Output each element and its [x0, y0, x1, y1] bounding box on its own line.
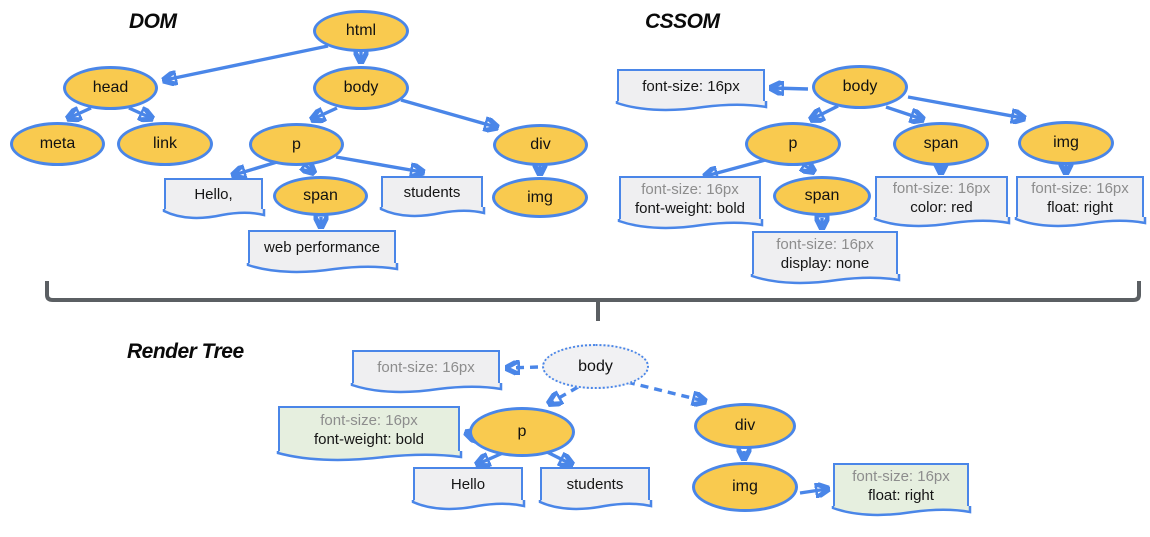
arrow-render-body-p	[550, 385, 579, 403]
dom-title: DOM	[129, 10, 177, 33]
arrow-dom-body-div	[400, 98, 496, 127]
cssom-rule-img-line2: float: right	[1047, 199, 1113, 216]
cssom-rule-span-under-body: font-size: 16px color: red	[875, 176, 1008, 218]
cssom-rule-span-under-body-line1: font-size: 16px	[892, 179, 991, 197]
cssom-node-img: img	[1018, 121, 1114, 165]
cssom-rule-span-under-body-line2: color: red	[910, 199, 973, 216]
cssom-node-p: p	[745, 122, 841, 166]
cssom-rule-p: font-size: 16px font-weight: bold	[619, 176, 761, 220]
render-rule-p-line1: font-size: 16px	[320, 411, 418, 429]
dom-text-web-performance: web performance	[248, 230, 396, 264]
dom-node-p: p	[249, 123, 344, 166]
render-node-img: img	[692, 462, 798, 512]
dom-text-hello-label: Hello,	[194, 186, 233, 204]
render-rule-img-line1: font-size: 16px	[852, 467, 950, 485]
render-node-p: p	[469, 407, 575, 457]
render-rule-img-line2: float: right	[868, 487, 934, 504]
cssom-title: CSSOM	[645, 10, 720, 33]
arrow-dom-p-students	[335, 155, 422, 172]
dom-node-head: head	[63, 66, 158, 110]
render-node-div: div	[694, 403, 796, 449]
render-tree-title: Render Tree	[127, 340, 244, 363]
arrow-dom-head-link	[128, 108, 151, 118]
cssom-node-span-under-body: span	[893, 122, 989, 166]
arrow-cssom-body-p	[812, 104, 839, 119]
dom-node-div: div	[493, 124, 588, 166]
arrow-dom-body-p	[313, 106, 338, 119]
dom-text-hello: Hello,	[164, 178, 263, 210]
cssom-rule-p-line1: font-size: 16px	[641, 180, 739, 198]
render-rule-body: font-size: 16px	[352, 350, 500, 384]
render-rule-body-line1: font-size: 16px	[377, 359, 475, 377]
arrow-render-body-div	[626, 380, 704, 401]
dom-node-meta: meta	[10, 122, 105, 166]
render-node-body: body	[542, 344, 649, 389]
arrow-cssom-body-span	[885, 105, 922, 119]
arrow-dom-head-meta	[69, 108, 92, 118]
dom-node-html: html	[313, 10, 409, 52]
cssom-rule-body: font-size: 16px	[617, 69, 765, 102]
arrow-dom-html-head	[165, 44, 329, 80]
dom-node-link: link	[117, 122, 213, 166]
dom-node-span: span	[273, 176, 368, 216]
render-rule-img: font-size: 16px float: right	[833, 463, 969, 507]
arrow-dom-p-hello	[234, 160, 278, 175]
render-text-students: students	[540, 467, 650, 501]
arrow-render-img-floatright	[799, 489, 827, 493]
arrow-cssom-body-img	[907, 95, 1023, 118]
cssom-node-span-under-p: span	[773, 176, 871, 216]
cssom-rule-span-under-p: font-size: 16px display: none	[752, 231, 898, 275]
render-rule-p: font-size: 16px font-weight: bold	[278, 406, 460, 452]
arrow-cssom-body-fontsize	[772, 88, 809, 89]
cssom-rule-img-line1: font-size: 16px	[1031, 179, 1129, 197]
cssom-rule-span-under-p-line1: font-size: 16px	[776, 235, 874, 253]
dom-node-img: img	[492, 177, 588, 218]
cssom-rule-body-line1: font-size: 16px	[642, 77, 740, 95]
dom-node-body: body	[313, 66, 409, 110]
combine-brace	[45, 281, 1141, 302]
arrow-cssom-p-rules	[706, 157, 770, 176]
render-rule-p-line2: font-weight: bold	[313, 431, 425, 448]
render-text-hello-label: Hello	[450, 476, 486, 494]
dom-text-web-performance-label: web performance	[264, 239, 380, 257]
render-text-hello: Hello	[413, 467, 523, 501]
arrow-render-p-students	[546, 450, 571, 464]
arrow-render-body-fontsize	[508, 367, 539, 368]
cssom-rule-span-under-p-line2: display: none	[780, 255, 870, 272]
cssom-rule-img: font-size: 16px float: right	[1016, 176, 1144, 218]
dom-text-students: students	[381, 176, 483, 208]
cssom-rule-p-line2: font-weight: bold	[634, 200, 746, 217]
dom-text-students-label: students	[403, 184, 461, 202]
render-text-students-label: students	[566, 476, 624, 494]
cssom-node-body: body	[812, 65, 908, 109]
